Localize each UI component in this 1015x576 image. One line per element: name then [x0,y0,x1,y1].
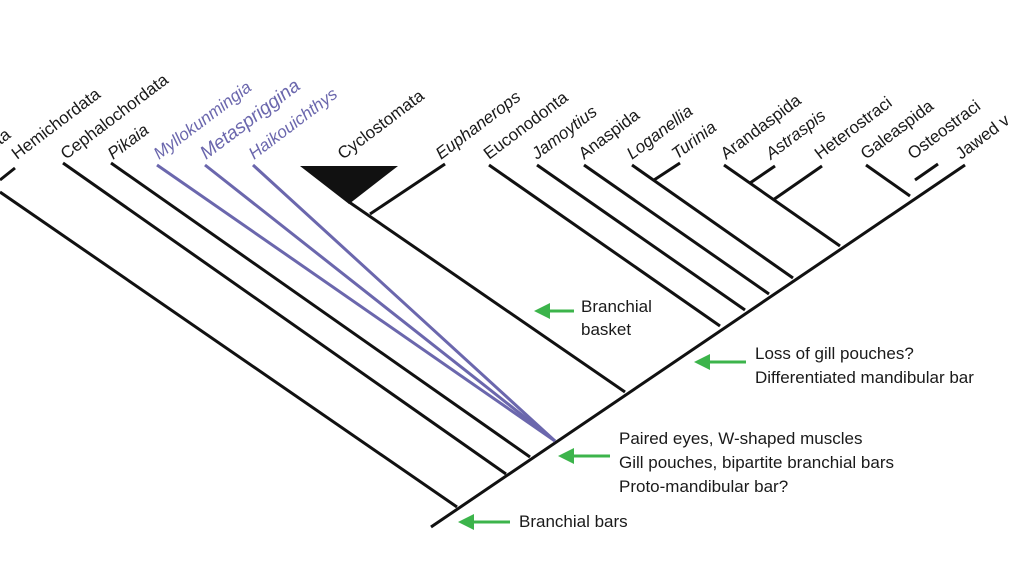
note-paired-eyes-line1: Paired eyes, W-shaped muscles [619,429,862,448]
branch-loganellia [631,163,794,280]
arrow-paired-eyes [558,448,610,464]
branch-metaspriggina [204,163,556,443]
branch-arandaspida [723,163,841,248]
arrow-loss-gill-pouches [694,354,746,370]
branch-anaspida [583,163,770,296]
branch-cyclostomata [348,200,626,394]
note-paired-eyes-line2: Gill pouches, bipartite branchial bars [619,453,894,472]
branch-astraspis [749,164,776,185]
branch-haikouichthys [251,163,557,443]
branch-jamoytius [536,163,746,312]
branch-heterostraci [772,164,823,202]
branch-turinia [653,161,681,182]
note-branchial-bars: Branchial bars [519,512,628,531]
branch-hemichordata-spine [0,190,458,509]
note-branchial-basket-line1: Branchial [581,297,652,316]
taxon-labels: cata Hemichordata Cephalochordata Pikaia… [0,70,1014,164]
branch-pikaia [110,161,531,459]
branch-osteostraci [914,162,939,182]
arrow-branchial-bars [458,514,510,530]
note-loss-gill-pouches-line2: Differentiated mandibular bar [755,368,974,387]
note-branchial-basket-line2: basket [581,320,631,339]
branch-euphanerops [369,162,446,216]
branch-cephalochordata [62,161,507,476]
main-spine [430,163,966,529]
branch-euconodonta [488,163,721,328]
branch-galeaspida [865,163,911,198]
note-paired-eyes-line3: Proto-mandibular bar? [619,477,788,496]
branch-myllokunmingia [156,163,556,443]
taxon-label-cyclostomata: Cyclostomata [334,86,428,163]
branch-tunicata [0,166,16,182]
arrow-branchial-basket [534,303,574,319]
cyclostomata-triangle [300,166,398,204]
note-loss-gill-pouches-line1: Loss of gill pouches? [755,344,914,363]
